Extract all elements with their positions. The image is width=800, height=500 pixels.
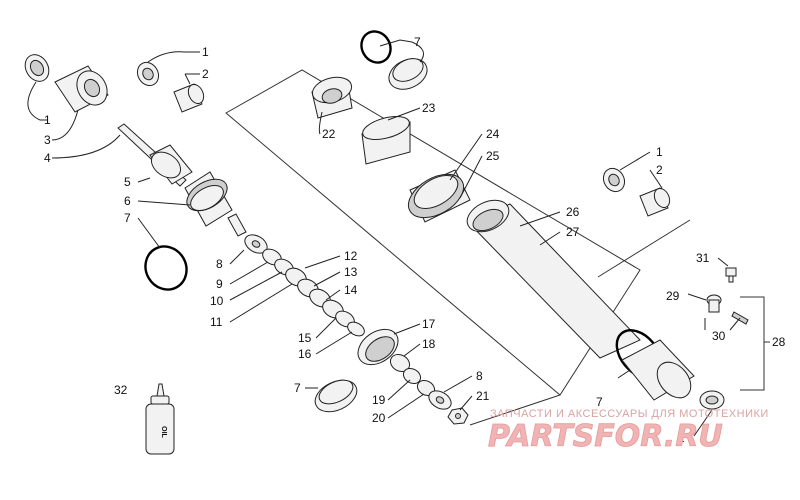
assembly-frame-edge-right bbox=[597, 219, 691, 278]
label-18: 18 bbox=[422, 337, 436, 351]
sleeve-23 bbox=[361, 116, 411, 165]
label-1-left: 1 bbox=[44, 113, 51, 127]
label-22: 22 bbox=[322, 127, 336, 141]
label-21: 21 bbox=[476, 389, 490, 403]
o-ring-7-left bbox=[144, 245, 188, 291]
label-30: 30 bbox=[712, 329, 726, 343]
label-5: 5 bbox=[124, 175, 131, 189]
part-labels: 1 2 1 3 4 5 6 7 8 9 10 11 12 13 14 15 16… bbox=[44, 35, 786, 445]
oil-bottle-text: OIL bbox=[160, 426, 167, 438]
label-28: 28 bbox=[772, 335, 786, 349]
cap-5 bbox=[150, 151, 182, 179]
label-31: 31 bbox=[696, 251, 710, 265]
o-ring-7-top bbox=[360, 30, 392, 64]
washer-18-19-20 bbox=[389, 353, 452, 410]
label-23: 23 bbox=[422, 101, 436, 115]
lower-eye-body bbox=[621, 339, 695, 401]
label-1-right: 1 bbox=[656, 145, 663, 159]
bushing-1-bottom bbox=[699, 390, 725, 410]
label-7-left: 7 bbox=[124, 211, 131, 225]
label-8-lower: 8 bbox=[476, 369, 483, 383]
assembly-frame bbox=[225, 69, 641, 396]
label-1-top: 1 bbox=[202, 45, 209, 59]
label-3: 3 bbox=[44, 133, 51, 147]
label-2-top: 2 bbox=[202, 67, 209, 81]
label-16: 16 bbox=[298, 347, 312, 361]
watermark: ЗАПЧАСТИ И АКСЕССУАРЫ ДЛЯ МОТОТЕХНИКИ PA… bbox=[488, 408, 769, 454]
nut-21 bbox=[447, 407, 469, 425]
label-10: 10 bbox=[210, 294, 224, 308]
label-14: 14 bbox=[344, 283, 358, 297]
bushing-1-right bbox=[602, 167, 626, 193]
label-19: 19 bbox=[372, 393, 386, 407]
seal-7-top bbox=[388, 58, 428, 90]
piston-17 bbox=[357, 328, 399, 366]
label-7-lower: 7 bbox=[294, 381, 301, 395]
label-26: 26 bbox=[566, 205, 580, 219]
label-6: 6 bbox=[124, 194, 131, 208]
label-24: 24 bbox=[486, 127, 500, 141]
valve-bracket bbox=[740, 296, 765, 391]
label-29: 29 bbox=[666, 289, 680, 303]
assembly-frame-edge bbox=[469, 394, 561, 426]
label-12: 12 bbox=[344, 249, 358, 263]
label-4: 4 bbox=[44, 151, 51, 165]
label-17: 17 bbox=[422, 317, 436, 331]
valve-cap-31 bbox=[725, 267, 737, 283]
label-15: 15 bbox=[298, 331, 312, 345]
seal-7-lower bbox=[314, 379, 358, 413]
label-32: 32 bbox=[114, 383, 128, 397]
leader-lines bbox=[27, 39, 741, 437]
spring-body-26-27 bbox=[466, 199, 641, 359]
label-20: 20 bbox=[372, 411, 386, 425]
bushing-1-small bbox=[136, 61, 160, 87]
label-13: 13 bbox=[344, 265, 358, 279]
adjuster-ring-24-25 bbox=[408, 169, 471, 223]
oil-bottle-32: OIL bbox=[145, 383, 175, 455]
watermark-line1: ЗАПЧАСТИ И АКСЕССУАРЫ ДЛЯ МОТОТЕХНИКИ bbox=[490, 408, 769, 420]
sleeve-2-right bbox=[639, 187, 671, 217]
label-2-right: 2 bbox=[656, 163, 663, 177]
piston-body-6 bbox=[184, 171, 247, 237]
bushing-1-top-left bbox=[24, 54, 50, 82]
label-11: 11 bbox=[210, 315, 223, 329]
eyelet-3 bbox=[54, 65, 109, 113]
watermark-line2: PARTSFOR.RU bbox=[488, 419, 723, 454]
label-1-bottom: 1 bbox=[678, 431, 685, 445]
sleeve-2 bbox=[173, 83, 205, 113]
label-27: 27 bbox=[566, 225, 580, 239]
label-9: 9 bbox=[216, 277, 223, 291]
label-8-top: 8 bbox=[216, 257, 223, 271]
cap-22 bbox=[311, 76, 353, 119]
label-25: 25 bbox=[486, 149, 500, 163]
label-7-right: 7 bbox=[596, 395, 603, 409]
valve-29 bbox=[704, 294, 722, 330]
label-7-top: 7 bbox=[414, 35, 421, 49]
